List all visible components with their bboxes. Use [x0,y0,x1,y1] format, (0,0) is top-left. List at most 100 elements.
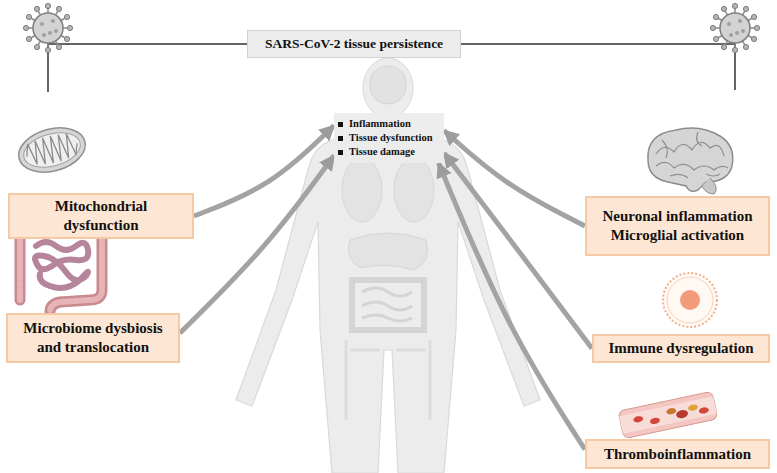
text-line-wrap: Thromboinflammation [604,445,751,464]
virus-spike-tip [34,6,39,11]
large-intestine [20,228,102,312]
mitochondrion-cristae [23,130,80,170]
virus-spike-tip [713,14,718,19]
red-cell [649,417,660,425]
large-intestine-folds [20,228,102,312]
text-line-wrap: SARS-CoV-2 tissue persistence [265,36,443,52]
virus-protein [738,19,742,23]
virus-body [33,13,63,43]
title-box: SARS-CoV-2 tissue persistence [247,30,461,58]
mechanism-box: Microbiome dysbiosis and translocation [6,313,180,363]
virus-spike-tip [64,14,69,19]
mechanism-box: Immune dysregulation [592,334,770,363]
virus-spike-tip [64,36,69,41]
body-head [363,58,413,118]
immune-cell-icon [663,273,717,327]
body-colon [352,280,424,330]
virus-icon [710,3,759,52]
brain-outline [648,128,733,191]
red-cell [675,409,688,419]
virus-spike-tip [710,25,715,30]
text-line-wrap: Immune dysregulation [608,339,753,358]
node-label: Mitochondrial dysfunction [16,197,186,235]
platelet [688,404,699,412]
body-lung [342,158,382,222]
body-lung [394,158,434,222]
virus-spike-tip [56,6,61,11]
text-line-wrap: Tissue damage [338,145,415,159]
mechanism-box: Mitochondrial dysfunction [8,193,194,239]
virus-spike-tip [743,6,748,11]
flow-arrow [444,131,585,227]
mechanism-box: Neuronal inflammationMicroglial activati… [585,196,770,256]
virus-spike-tip [732,47,737,52]
intestine-icon [20,228,102,312]
brain-icon [648,128,733,194]
bullet-text: Inflammation [349,117,411,131]
outcome-box: InflammationTissue dysfunctionTissue dam… [334,113,444,163]
brain-cerebellum [702,178,716,194]
virus-protein [40,22,44,26]
virus-spike-tip [56,44,61,49]
platelet [666,407,677,415]
red-cell [698,406,709,414]
bullet-mark [338,136,343,141]
bullet-mark [338,150,343,155]
bullet-text: Tissue damage [349,145,415,159]
virus-protein [729,33,733,37]
small-intestine [35,242,88,288]
cell-body [667,277,713,323]
text-line-wrap: Tissue dysfunction [338,131,433,145]
virus-protein [741,29,745,33]
node-label: Neuronal inflammation [602,207,752,226]
node-label: SARS-CoV-2 tissue persistence [265,36,443,52]
virus-spike-tip [26,36,31,41]
text-line-wrap: Neuronal inflammation [602,207,752,226]
brain-gyri [656,132,728,178]
cell-membrane [663,273,717,327]
node-label: Microbiome dysbiosis and translocation [14,319,172,357]
flow-arrow [194,126,334,217]
virus-spike-tip [751,36,756,41]
bullet-text: Tissue dysfunction [349,131,433,145]
human-body [236,58,540,473]
virus-spike-tip [721,6,726,11]
text-line-wrap: Mitochondrial dysfunction [16,197,186,235]
virus-spike-tip [732,3,737,8]
mitochondrion-inner [20,127,84,173]
text-line-wrap: Microglial activation [611,226,744,245]
virus-protein [727,22,731,26]
vessel-wall [618,391,718,438]
virus-spike-tip [743,44,748,49]
virus-spike-tip [713,36,718,41]
virus-spike-tip [45,3,50,8]
virus-spike-tip [721,44,726,49]
node-label: Microglial activation [611,226,744,245]
virus-protein [51,19,55,23]
body-bones [346,340,430,420]
node-label: Thromboinflammation [604,445,751,464]
body-silhouette [236,138,540,473]
virus-protein [48,31,52,35]
red-cell [633,415,644,423]
flow-arrow [444,153,592,349]
mitochondrion-outer [14,121,91,179]
virus-protein [735,31,739,35]
virus-protein [54,29,58,33]
cell-nucleus [680,290,700,310]
blood-vessel-icon [618,391,718,438]
vessel-lumen [619,396,717,434]
virus-spike-tip [751,14,756,19]
node-label: Immune dysregulation [608,339,753,358]
mitochondrion-icon [14,121,91,179]
virus-spike-tip [23,25,28,30]
virus-icon [23,3,72,52]
virus-spike-tip [45,47,50,52]
virus-body [720,13,750,43]
mechanism-box: Thromboinflammation [585,439,770,469]
flow-arrow [439,163,586,450]
virus-spike-tip [754,25,759,30]
text-line-wrap: Microbiome dysbiosis and translocation [14,319,172,357]
virus-spike-tip [34,44,39,49]
virus-spike-tip [26,14,31,19]
